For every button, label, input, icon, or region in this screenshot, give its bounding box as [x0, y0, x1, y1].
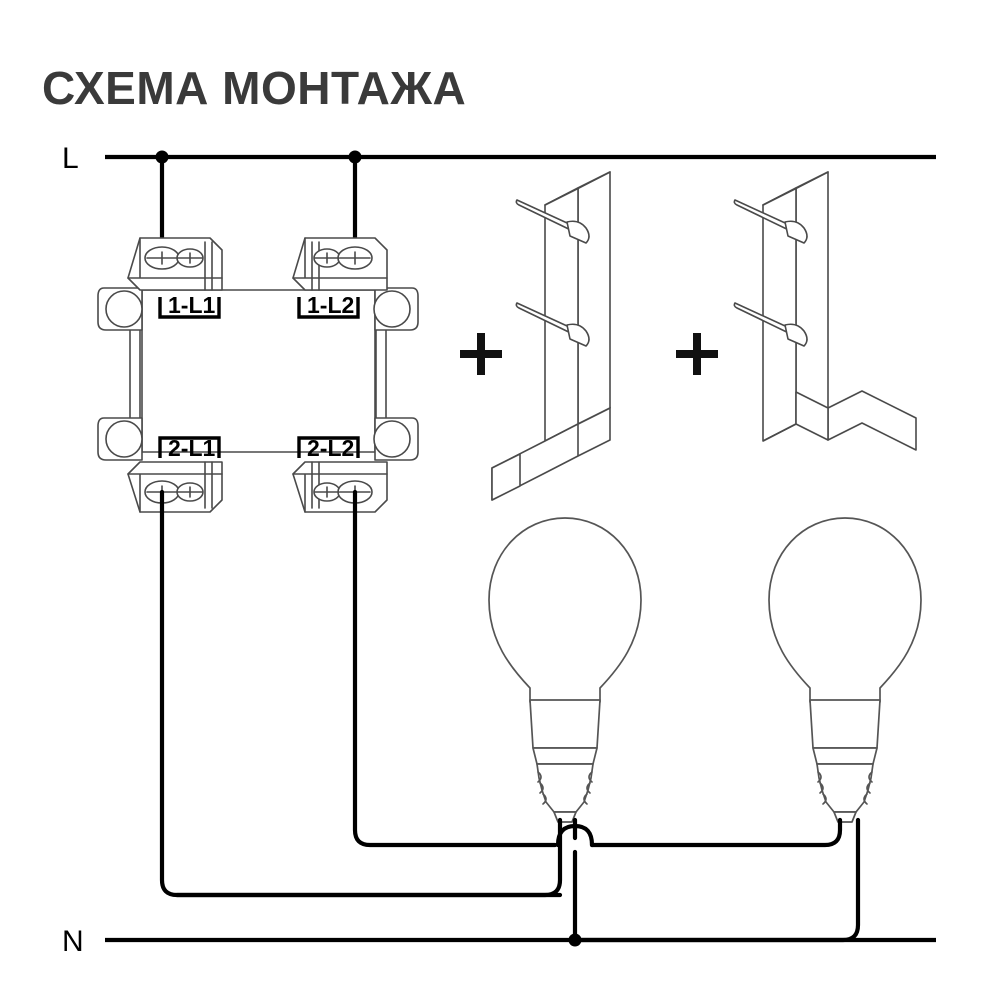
lamp-2-collar — [812, 747, 878, 765]
terminal-label-1-l1-text: 1-L1 — [168, 292, 216, 318]
bracket-1[interactable] — [491, 171, 611, 501]
bracket-1-lead-upper-ferrule — [566, 220, 590, 244]
bracket-2-lead-upper-ferrule — [784, 220, 808, 244]
terminal-label-2-l1-text: 2-L1 — [168, 435, 216, 461]
plus-sign-1 — [460, 333, 502, 375]
lamp-1-neck — [529, 699, 601, 749]
wire-crossing-hop — [555, 823, 595, 848]
terminal-label-2-l1: 2-L1 — [158, 435, 221, 461]
terminal-housing-top-left[interactable] — [127, 237, 223, 291]
plus-sign-2 — [676, 333, 718, 375]
terminal-label-2-l2: 2-L2 — [297, 435, 360, 461]
neutral-rail-label: N — [62, 925, 84, 958]
lamp-2-neck — [809, 699, 881, 749]
lamp-2-lead-left — [589, 817, 843, 848]
junction-dot-neutral — [568, 933, 582, 947]
terminal-label-1-l1: 1-L1 — [158, 292, 221, 319]
terminal-block[interactable]: 1-L1 1-L2 2-L1 2-L2 — [97, 237, 419, 513]
bracket-2-upright-front — [795, 171, 829, 425]
bracket-1-lead-lower-ferrule — [566, 323, 590, 347]
bracket-1-upright-front — [577, 171, 611, 425]
page-title: СХЕМА МОНТАЖА — [42, 62, 466, 114]
mount-ear-top-left — [97, 287, 143, 331]
lamp-1[interactable] — [174, 517, 642, 943]
lamp-2-lead-neutral — [572, 817, 861, 943]
bracket-1-corner-edge — [577, 406, 611, 457]
lamp-2-thread-detail — [817, 771, 873, 805]
wire-2l2-to-lamp2 — [352, 489, 558, 848]
bracket-1-foot-end — [491, 453, 521, 501]
terminal-label-2-l2-text: 2-L2 — [307, 435, 354, 461]
hop-arc — [555, 823, 595, 848]
mount-ear-bottom-left — [97, 417, 143, 461]
lamp-1-screw-base — [536, 763, 594, 813]
bracket-2-foot-front — [827, 390, 917, 451]
bracket-2-lead-lower-ferrule — [784, 323, 808, 347]
lamp-1-thread-detail — [537, 771, 593, 805]
lamp-2-tip — [833, 811, 857, 823]
bracket-2[interactable] — [733, 171, 917, 451]
lamp-2-screw-base — [816, 763, 874, 813]
terminal-housing-top-right[interactable] — [292, 237, 388, 291]
bracket-2-upright-top — [762, 171, 829, 206]
junction-dot-live-left — [155, 150, 169, 164]
junction-dot-live-right — [348, 150, 362, 164]
mount-ear-bottom-right — [373, 417, 419, 461]
live-rail-label: L — [62, 142, 79, 175]
lower-wiring-group — [159, 489, 563, 898]
terminal-label-1-l2-text: 1-L2 — [307, 292, 354, 318]
terminal-housing-bottom-left[interactable] — [127, 461, 223, 513]
terminal-housing-bottom-right[interactable] — [292, 461, 388, 513]
bracket-2-corner-edge — [762, 423, 797, 442]
lamp-2[interactable] — [572, 517, 922, 943]
lamp-1-lead-left — [174, 817, 563, 898]
lamp-1-globe — [488, 517, 642, 703]
mount-ear-top-right — [373, 287, 419, 331]
neutral-rail-group: N — [62, 925, 936, 958]
lamp-2-globe — [768, 517, 922, 703]
terminal-label-1-l2: 1-L2 — [297, 292, 360, 319]
lamp-1-tip — [553, 811, 577, 823]
lamp-1-collar — [532, 747, 598, 765]
wire-2l1-to-lamp1 — [159, 489, 563, 898]
bracket-1-upright-top — [544, 171, 611, 206]
